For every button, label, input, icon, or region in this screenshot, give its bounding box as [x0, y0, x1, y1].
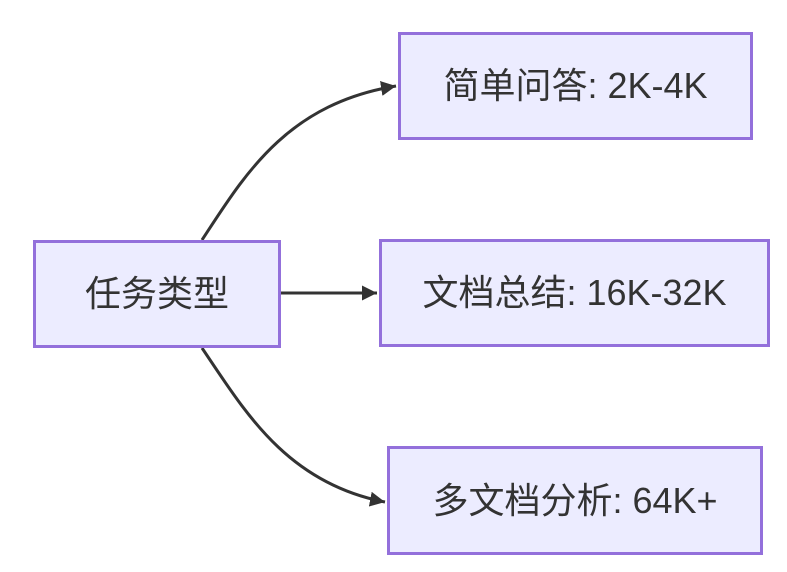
- node-task-type-label: 任务类型: [84, 273, 229, 315]
- node-multidoc-analysis: 多文档分析: 64K+: [387, 446, 763, 555]
- node-task-type: 任务类型: [33, 240, 281, 348]
- node-simple-qa-label: 简单问答: 2K-4K: [443, 65, 708, 107]
- node-multidoc-analysis-label: 多文档分析: 64K+: [432, 479, 718, 521]
- node-simple-qa: 简单问答: 2K-4K: [398, 32, 753, 140]
- node-doc-summary: 文档总结: 16K-32K: [379, 239, 770, 347]
- node-doc-summary-label: 文档总结: 16K-32K: [422, 272, 727, 314]
- arrow-root-to-simple-qa: [200, 81, 397, 241]
- arrow-root-to-multidoc: [200, 347, 386, 507]
